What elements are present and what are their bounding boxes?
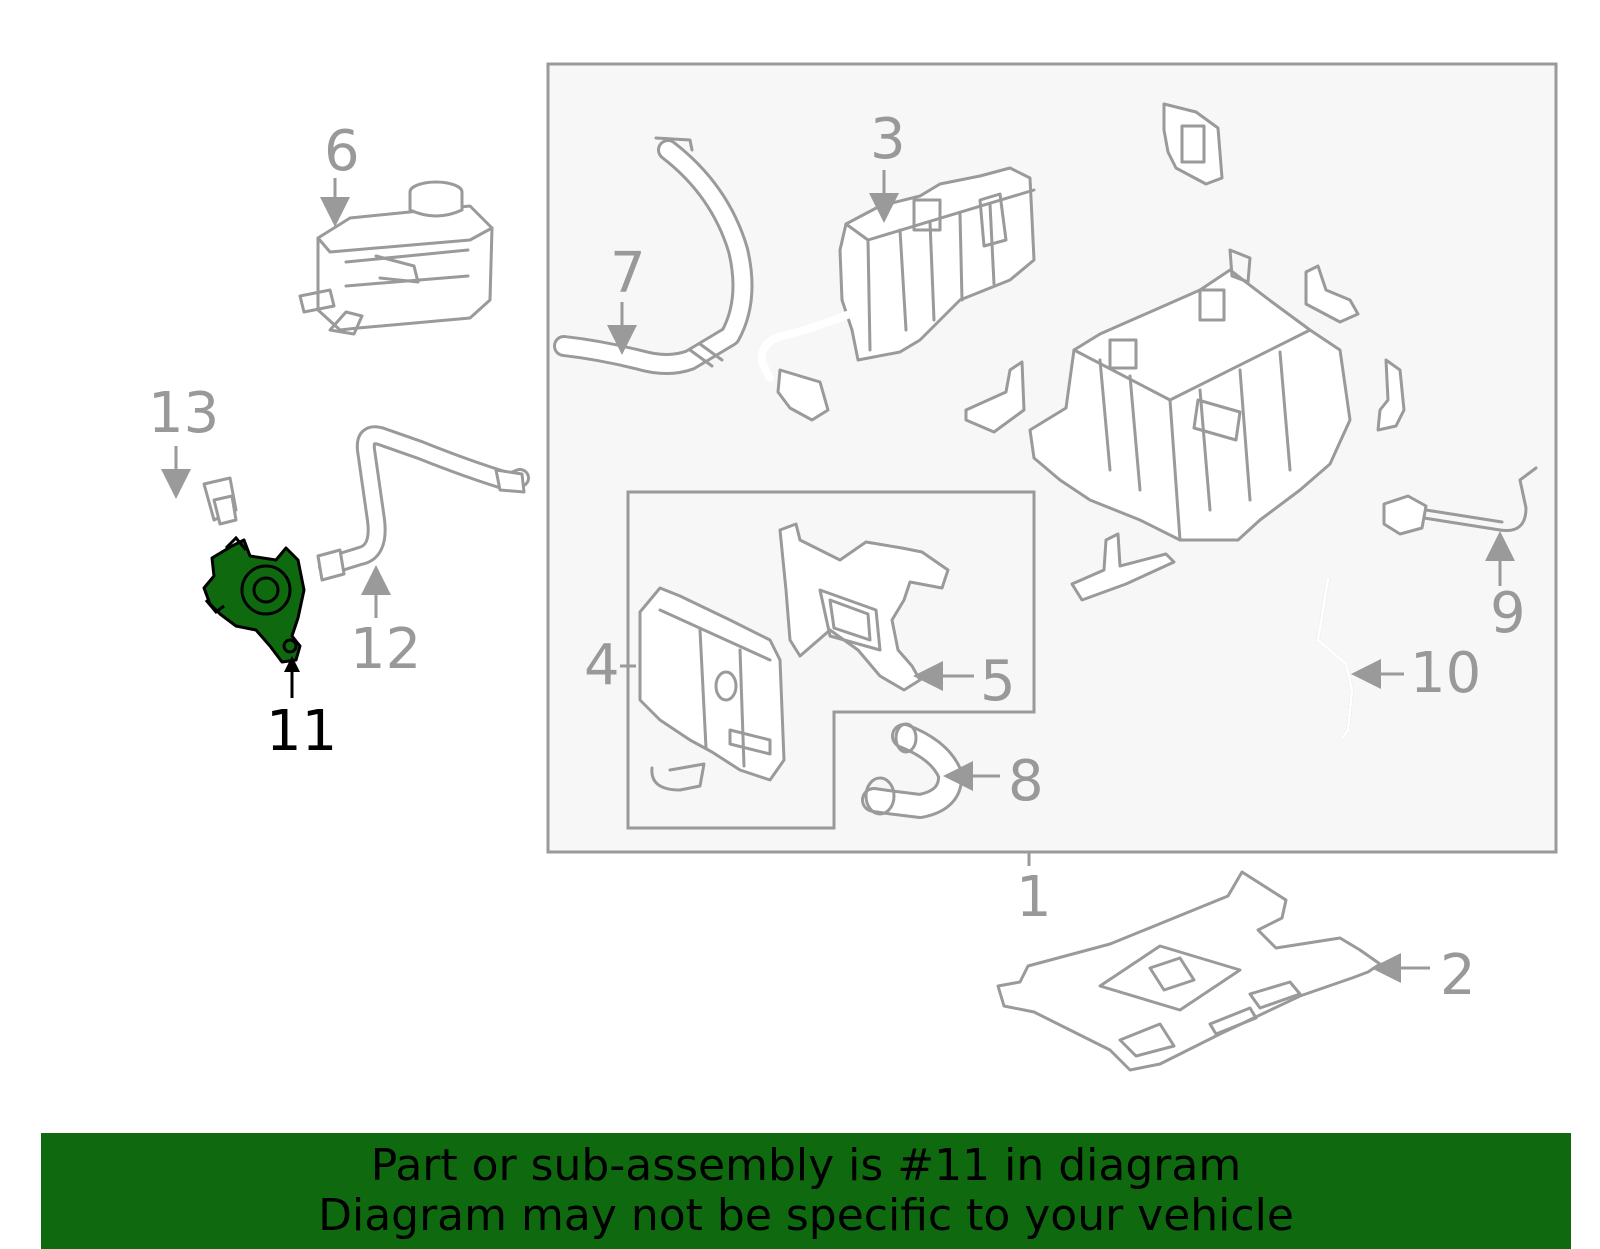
callout-1: 1 xyxy=(1016,865,1052,930)
part-5-bracket xyxy=(778,522,950,692)
callout-5: 5 xyxy=(980,649,1016,714)
part-9-harness xyxy=(1382,466,1538,536)
callout-6: 6 xyxy=(324,119,360,184)
banner-line-2: Diagram may not be specific to your vehi… xyxy=(318,1190,1294,1241)
bracket-left xyxy=(964,360,1026,434)
banner-line-1: Part or sub-assembly is #11 in diagram xyxy=(370,1140,1242,1191)
callout-8: 8 xyxy=(1008,749,1044,814)
bracket-right-upper xyxy=(1304,264,1360,324)
bracket-right xyxy=(1376,358,1406,432)
bracket-bottom xyxy=(1070,532,1176,602)
callout-11-arrowhead xyxy=(284,656,300,672)
callout-7: 7 xyxy=(610,241,646,306)
part-4-module xyxy=(638,586,786,792)
callout-3: 3 xyxy=(870,107,906,172)
callout-2: 2 xyxy=(1440,943,1476,1008)
callout-4: 4 xyxy=(584,633,620,698)
callout-12: 12 xyxy=(350,617,421,682)
callout-9: 9 xyxy=(1490,581,1526,646)
callout-10: 10 xyxy=(1410,641,1481,706)
part-6-reservoir xyxy=(298,180,494,336)
part-10-cable xyxy=(1316,576,1354,740)
part-2-plate xyxy=(996,870,1382,1072)
part-12-hose xyxy=(316,425,530,582)
callout-13: 13 xyxy=(148,381,219,446)
part-1-assembly xyxy=(1028,248,1352,542)
part-7-hose xyxy=(553,136,754,375)
callout-11: 11 xyxy=(266,699,337,764)
parts-diagram: 6 13 11 12 7 xyxy=(64,62,1558,1072)
info-banner: Part or sub-assembly is #11 in diagram D… xyxy=(41,1133,1571,1249)
bracket-top xyxy=(1162,102,1224,186)
part-11-water-pump xyxy=(202,535,306,664)
